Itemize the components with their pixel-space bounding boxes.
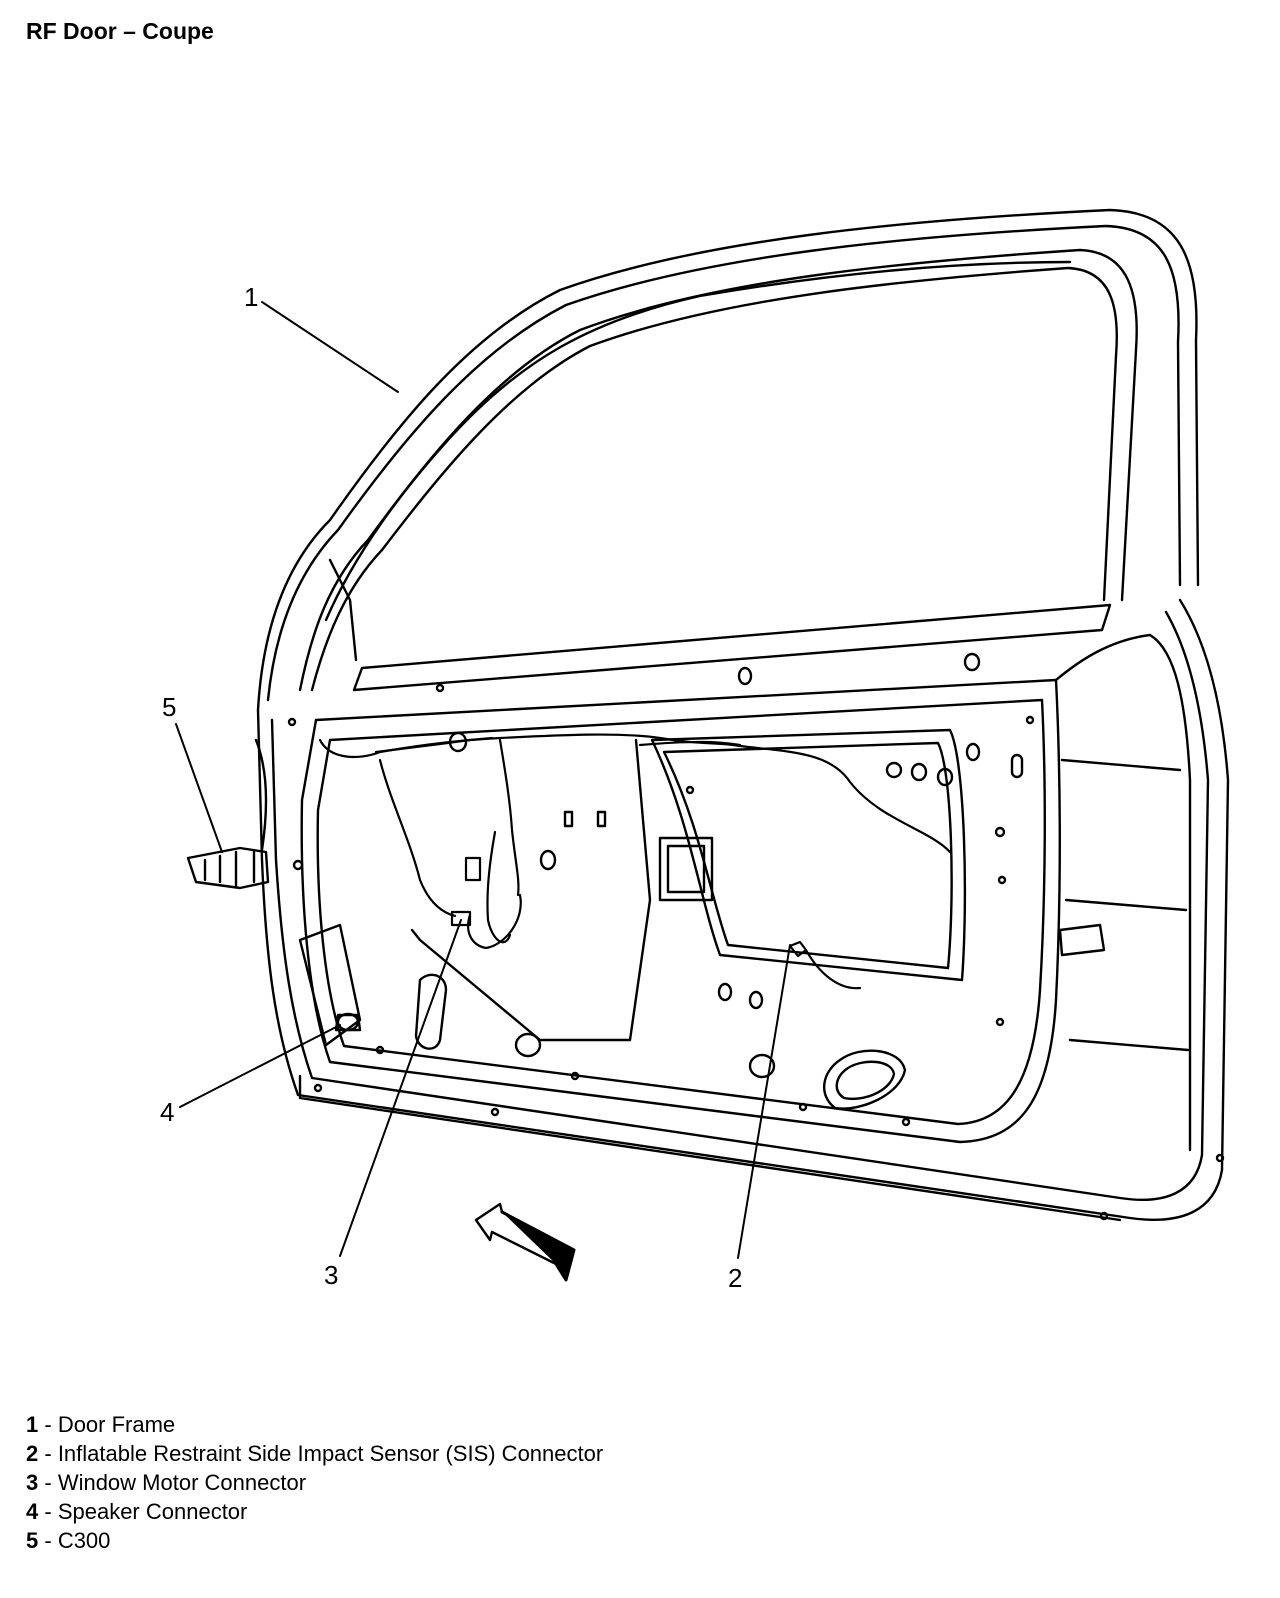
legend-item-number: 2 (26, 1441, 39, 1466)
callout-4: 4 (160, 1097, 174, 1127)
legend-item-label: Door Frame (57, 1412, 176, 1437)
callout-3: 3 (324, 1260, 338, 1290)
legend-item: 4 - Speaker Connector (26, 1497, 603, 1526)
legend-item-separator: - (38, 1499, 58, 1524)
legend-item-number: 1 (26, 1412, 39, 1437)
callout-5: 5 (162, 692, 176, 722)
legend-item-label: Speaker Connector (57, 1499, 248, 1524)
callout-1: 1 (244, 282, 258, 312)
legend-item-separator: - (38, 1528, 58, 1553)
leader-line-3 (339, 919, 462, 1257)
legend-item-number: 4 (26, 1499, 39, 1524)
view-direction-arrow-icon (474, 1202, 576, 1282)
legend-item-label: Window Motor Connector (57, 1470, 307, 1495)
legend-item: 2 - Inflatable Restraint Side Impact Sen… (26, 1439, 603, 1468)
legend-item: 5 - C300 (26, 1526, 603, 1555)
legend: 1 - Door Frame 2 - Inflatable Restraint … (26, 1410, 603, 1555)
door-frame (256, 208, 1200, 712)
callout-2: 2 (728, 1263, 742, 1293)
legend-item-separator: - (38, 1412, 58, 1437)
leader-line-5 (175, 723, 223, 853)
door-panel (256, 598, 1230, 1222)
legend-item-separator: - (38, 1470, 58, 1495)
c300-connector-graphic (186, 738, 270, 890)
leader-lines (175, 301, 791, 1259)
leader-line-4 (179, 1024, 341, 1108)
door-illustration: 1 2 3 4 5 (160, 208, 1230, 1293)
legend-item: 1 - Door Frame (26, 1410, 603, 1439)
access-openings (287, 652, 1225, 1221)
leader-line-2 (737, 944, 791, 1259)
legend-item-number: 5 (26, 1528, 39, 1553)
diagram-title: RF Door – Coupe (26, 18, 214, 44)
legend-item: 3 - Window Motor Connector (26, 1468, 603, 1497)
legend-item-label: Inflatable Restraint Side Impact Sensor … (57, 1441, 604, 1466)
legend-item-separator: - (38, 1441, 58, 1466)
legend-item-label: C300 (57, 1528, 111, 1553)
legend-item-number: 3 (26, 1470, 39, 1495)
wiring-harness (318, 733, 952, 990)
leader-line-1 (261, 301, 399, 393)
speaker-connector-graphic (334, 1012, 362, 1032)
